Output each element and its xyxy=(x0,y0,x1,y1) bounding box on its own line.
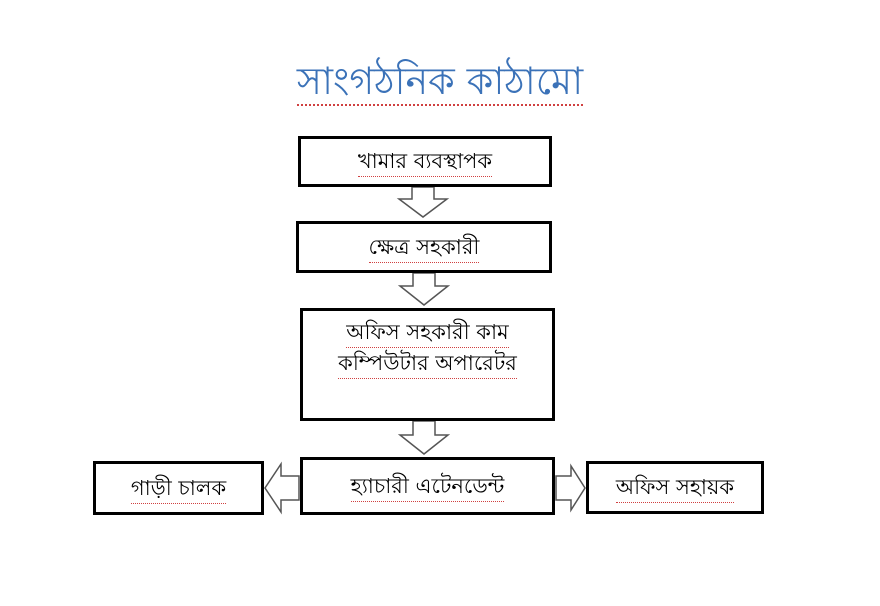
arrow-down-manager-to-field xyxy=(396,186,450,218)
diagram-title: সাংগঠনিক কাঠামো xyxy=(0,52,880,116)
arrow-right-hatchery-to-helper xyxy=(555,463,586,513)
diagram-title-text: সাংগঠনিক কাঠামো xyxy=(296,59,584,106)
node-farm-manager: খামার ব্যবস্থাপক xyxy=(298,136,552,187)
node-office-assistant-line2: কম্পিউটার অপারেটর xyxy=(338,348,517,379)
node-office-assistant-line1: অফিস সহকারী কাম xyxy=(346,317,509,348)
node-hatchery-attendant: হ্যাচারী এটেনডেন্ট xyxy=(300,457,555,515)
node-hatchery-attendant-label: হ্যাচারী এটেনডেন্ট xyxy=(350,471,505,502)
arrow-left-hatchery-to-driver xyxy=(264,461,300,515)
node-field-assistant-label: ক্ষেত্র সহকারী xyxy=(368,232,480,263)
node-farm-manager-label: খামার ব্যবস্থাপক xyxy=(357,146,493,177)
node-driver-label: গাড়ী চালক xyxy=(130,473,227,504)
arrow-down-field-to-office xyxy=(397,272,451,306)
node-driver: গাড়ী চালক xyxy=(93,461,264,515)
node-field-assistant: ক্ষেত্র সহকারী xyxy=(296,221,552,273)
node-office-assistant: অফিস সহকারী কাম কম্পিউটার অপারেটর xyxy=(300,308,555,421)
arrow-down-office-to-hatchery xyxy=(397,420,451,455)
node-office-helper: অফিস সহায়ক xyxy=(586,461,764,514)
node-office-helper-label: অফিস সহায়ক xyxy=(615,472,735,503)
